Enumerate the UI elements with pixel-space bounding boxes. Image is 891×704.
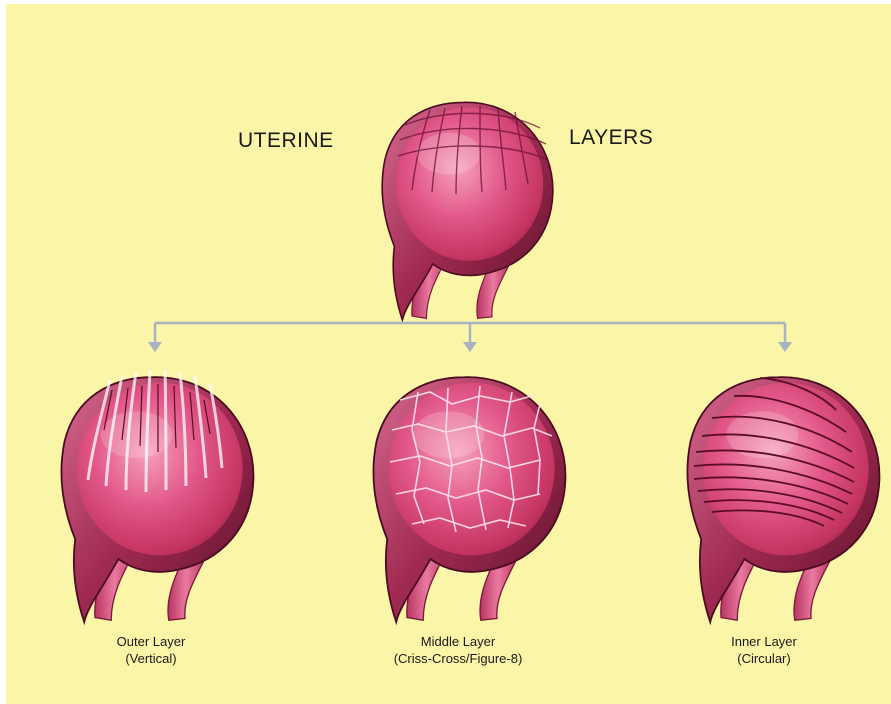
middle-layer-caption: Middle Layer (Criss-Cross/Figure-8): [358, 633, 558, 667]
middle-layer-fiber: (Criss-Cross/Figure-8): [358, 650, 558, 667]
middle-layer-name: Middle Layer: [358, 633, 558, 650]
middle-layer-illustration: [374, 377, 566, 622]
title-right-word: LAYERS: [569, 126, 653, 150]
connector-lines: [155, 323, 785, 345]
inner-layer-illustration: [688, 377, 880, 622]
title-left-word: UTERINE: [238, 129, 334, 153]
outer-layer-name: Outer Layer: [51, 633, 251, 650]
inner-layer-fiber: (Circular): [664, 650, 864, 667]
outer-layer-fiber: (Vertical): [51, 650, 251, 667]
outer-layer-caption: Outer Layer (Vertical): [51, 633, 251, 667]
connector-arrowheads: [148, 342, 792, 352]
top-uterus-illustration: [382, 102, 553, 320]
inner-layer-name: Inner Layer: [664, 633, 864, 650]
inner-layer-caption: Inner Layer (Circular): [664, 633, 864, 667]
outer-layer-illustration: [62, 370, 254, 622]
